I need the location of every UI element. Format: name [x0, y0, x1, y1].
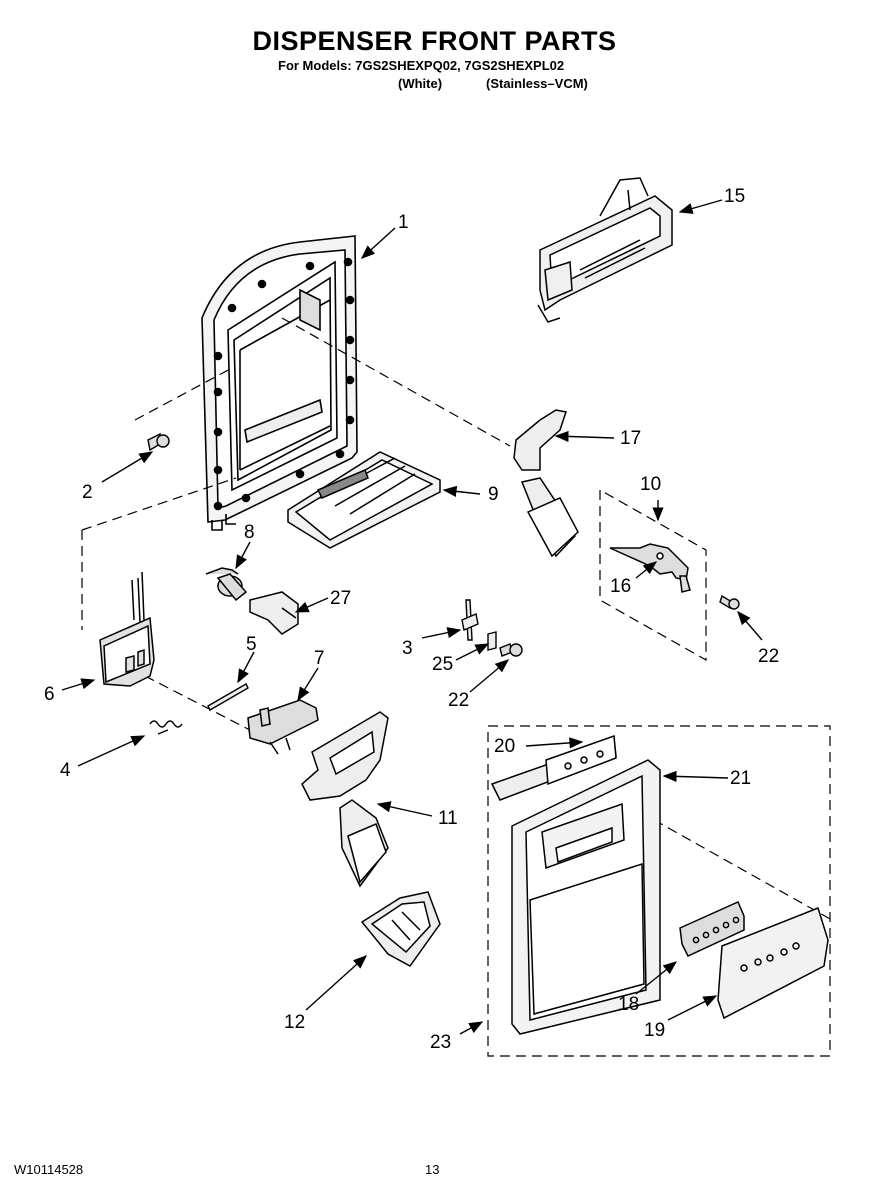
callout-22a: 22 [758, 646, 779, 667]
callout-12: 12 [284, 1012, 305, 1033]
dispenser-door-part [249, 591, 299, 635]
page-title: DISPENSER FRONT PARTS [252, 26, 617, 56]
callout-15: 15 [724, 186, 745, 207]
callout-numbers: 1 2 3 4 5 6 7 8 9 10 11 12 15 16 17 18 1… [44, 186, 779, 1053]
callout-arrows [61, 199, 763, 1035]
callout-10: 10 [640, 474, 661, 495]
callout-16: 16 [610, 576, 631, 597]
callout-5: 5 [246, 634, 257, 655]
callout-8: 8 [244, 522, 255, 543]
callout-1: 1 [398, 212, 409, 233]
callout-4: 4 [60, 760, 71, 781]
water-lever-part [301, 711, 389, 888]
control-board-part [679, 901, 745, 957]
document-number: W10114528 [14, 1162, 84, 1177]
control-bracket-part [537, 177, 673, 323]
callout-23: 23 [430, 1032, 451, 1053]
front-bezel-part [511, 759, 661, 1035]
callout-27: 27 [330, 588, 351, 609]
callout-19: 19 [644, 1020, 665, 1041]
callout-2: 2 [82, 482, 93, 503]
assembly-guide-lines [81, 317, 833, 1057]
pin-part [207, 683, 249, 711]
callout-7: 7 [314, 648, 325, 669]
spring-clip-part [461, 599, 497, 651]
drip-tray-part [287, 451, 441, 549]
module-part [99, 571, 155, 687]
callout-21: 21 [730, 768, 751, 789]
control-panel-part [717, 907, 829, 1020]
callout-9: 9 [488, 484, 499, 505]
spring-part [149, 720, 183, 735]
label-strip-part [490, 734, 617, 801]
variant-stainless: (Stainless–VCM) [486, 76, 588, 91]
callout-18: 18 [618, 994, 639, 1015]
ice-lever-part [513, 409, 579, 558]
callout-25: 25 [432, 654, 453, 675]
pivot-bracket-part [247, 699, 319, 755]
variant-white: (White) [398, 76, 443, 91]
screw-part-2 [147, 432, 170, 452]
callout-17: 17 [620, 428, 641, 449]
screw-part-22 [499, 594, 740, 657]
callout-20: 20 [494, 736, 515, 757]
callout-3: 3 [402, 638, 413, 659]
callout-11: 11 [438, 808, 458, 829]
ice-chute-part [360, 891, 441, 967]
housing-frame-part [201, 235, 358, 531]
page-number: 13 [425, 1162, 440, 1177]
callout-6: 6 [44, 684, 55, 705]
models-line: For Models: 7GS2SHEXPQ02, 7GS2SHEXPL02 [278, 58, 565, 73]
solenoid-part [205, 567, 248, 602]
callout-22b: 22 [448, 690, 469, 711]
